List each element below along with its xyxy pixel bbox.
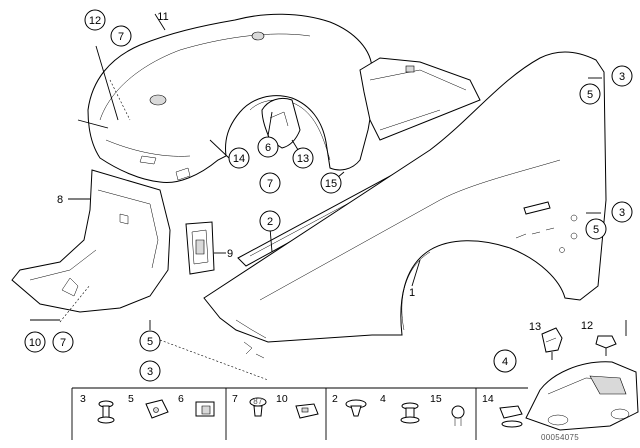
leader-lines bbox=[30, 13, 602, 381]
label-12: 12 bbox=[581, 320, 593, 332]
svg-text:12: 12 bbox=[89, 15, 101, 27]
svg-text:7: 7 bbox=[267, 178, 273, 190]
nut-part-12 bbox=[595, 320, 627, 356]
wheel-arch-rear-panel bbox=[261, 97, 301, 149]
grommet-icon bbox=[499, 405, 523, 428]
svg-text:87: 87 bbox=[253, 397, 263, 406]
callout-3-b: 3 bbox=[611, 201, 633, 223]
plug-icon bbox=[451, 405, 465, 426]
svg-text:13: 13 bbox=[297, 153, 309, 165]
cover-plate bbox=[185, 221, 215, 275]
svg-text:14: 14 bbox=[233, 153, 245, 165]
legend-5: 5 bbox=[128, 393, 134, 405]
label-1: 1 bbox=[409, 287, 415, 299]
bolt-icon bbox=[400, 402, 420, 424]
expansion-rivet-icon bbox=[345, 399, 367, 417]
callout-3: 3 bbox=[611, 65, 633, 87]
svg-text:5: 5 bbox=[593, 224, 599, 236]
clip-icon bbox=[195, 401, 215, 417]
label-13: 13 bbox=[529, 321, 541, 333]
legend-10: 10 bbox=[276, 393, 288, 405]
callout-7: 7 bbox=[110, 25, 132, 47]
callout-14: 14 bbox=[228, 147, 250, 169]
clip-nut-icon bbox=[295, 403, 319, 419]
svg-text:3: 3 bbox=[619, 71, 625, 83]
legend-15: 15 bbox=[430, 393, 442, 405]
splash-shield bbox=[359, 57, 481, 141]
callout-3-c: 3 bbox=[139, 360, 161, 382]
clip-part-13 bbox=[541, 327, 563, 360]
callout-2: 2 bbox=[259, 210, 281, 232]
callout-6: 6 bbox=[257, 136, 279, 158]
image-code: 00054075 bbox=[541, 433, 579, 442]
wheel-arch-liner bbox=[87, 13, 374, 184]
callout-4: 4 bbox=[493, 349, 517, 373]
svg-text:3: 3 bbox=[147, 366, 153, 378]
svg-text:6: 6 bbox=[265, 142, 271, 154]
legend-3: 3 bbox=[80, 393, 86, 405]
callout-5-c: 5 bbox=[139, 330, 161, 352]
svg-text:5: 5 bbox=[147, 336, 153, 348]
legend-6: 6 bbox=[178, 393, 184, 405]
callout-13: 13 bbox=[292, 147, 314, 169]
fastener-legend: 3 5 6 7 87 10 2 bbox=[71, 387, 528, 440]
callout-10: 10 bbox=[24, 331, 46, 353]
legend-4: 4 bbox=[380, 393, 386, 405]
car-location-thumbnail bbox=[525, 361, 639, 431]
callout-5-b: 5 bbox=[585, 218, 607, 240]
svg-text:7: 7 bbox=[118, 31, 124, 43]
label-11: 11 bbox=[157, 11, 168, 23]
speed-nut-icon bbox=[145, 399, 169, 419]
svg-text:10: 10 bbox=[29, 337, 41, 349]
front-fender bbox=[203, 51, 607, 359]
lower-wheel-liner bbox=[11, 169, 171, 313]
label-9: 9 bbox=[227, 248, 233, 260]
svg-text:3: 3 bbox=[619, 207, 625, 219]
svg-text:15: 15 bbox=[325, 178, 337, 190]
svg-text:7: 7 bbox=[60, 337, 66, 349]
svg-text:4: 4 bbox=[502, 356, 508, 368]
label-8: 8 bbox=[57, 194, 63, 206]
svg-text:5: 5 bbox=[587, 89, 593, 101]
legend-14: 14 bbox=[482, 393, 494, 405]
screw-icon bbox=[97, 400, 115, 424]
svg-text:2: 2 bbox=[267, 216, 273, 228]
callout-15: 15 bbox=[320, 172, 342, 194]
rivet-icon: 87 bbox=[249, 397, 267, 417]
callout-12: 12 bbox=[84, 9, 106, 31]
callout-7-c: 7 bbox=[52, 331, 74, 353]
callout-5: 5 bbox=[579, 83, 601, 105]
legend-2: 2 bbox=[332, 393, 338, 405]
legend-7: 7 bbox=[232, 393, 238, 405]
callout-7-b: 7 bbox=[259, 172, 281, 194]
